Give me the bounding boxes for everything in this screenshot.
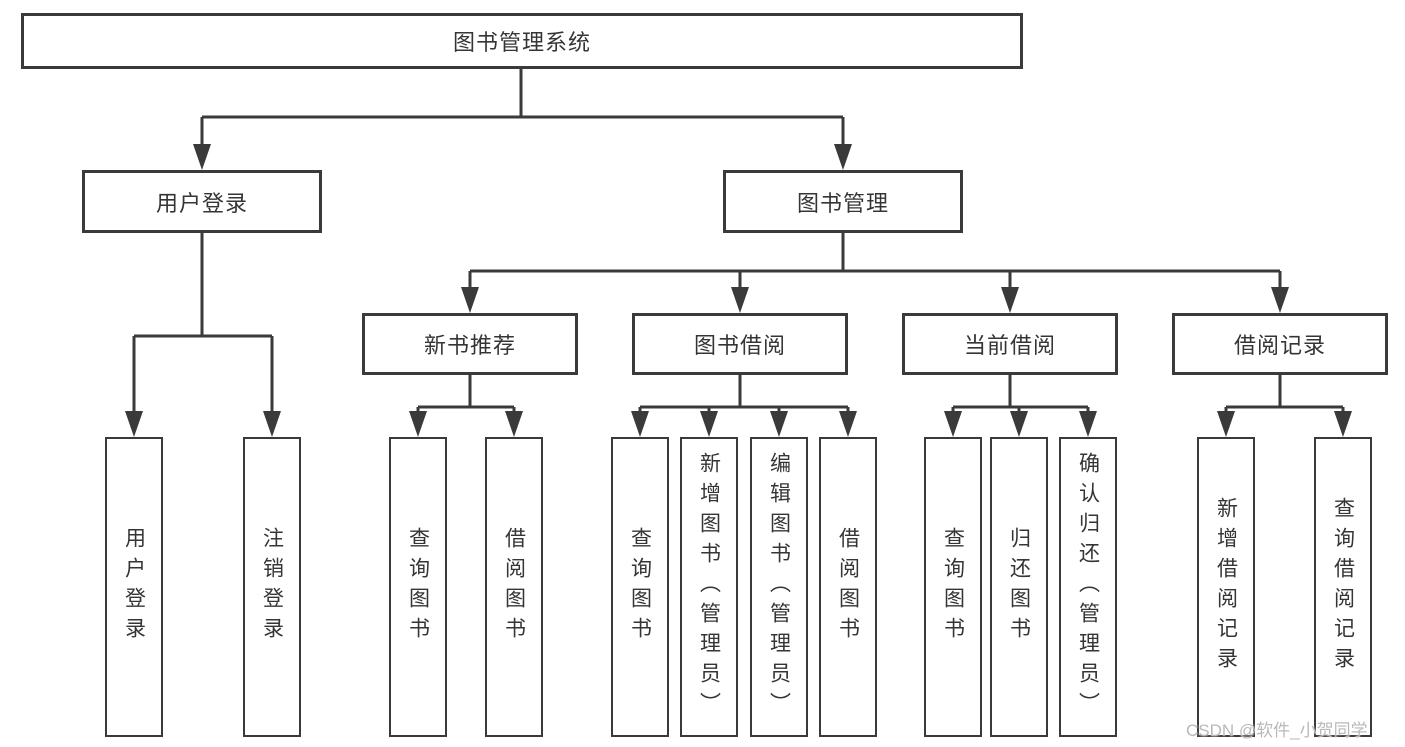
leaf-query-borrow-record: 查询借阅记录 bbox=[1314, 437, 1372, 737]
leaf-query-borrow-record-label: 查询借阅记录 bbox=[1331, 497, 1355, 677]
node-current-borrow: 当前借阅 bbox=[902, 313, 1118, 375]
node-book-management: 图书管理 bbox=[723, 170, 963, 233]
node-current-borrow-label: 当前借阅 bbox=[963, 333, 1056, 358]
leaf-borrow-books: 借阅图书 bbox=[819, 437, 877, 737]
leaf-query-books-current: 查询图书 bbox=[924, 437, 982, 737]
leaf-return-book: 归还图书 bbox=[990, 437, 1048, 737]
node-user-login-label: 用户登录 bbox=[155, 190, 248, 216]
leaf-user-login-label: 用户登录 bbox=[122, 527, 146, 647]
arrowhead-icon bbox=[1334, 411, 1352, 437]
node-book-management-label: 图书管理 bbox=[796, 190, 889, 216]
arrowhead-icon bbox=[1079, 411, 1097, 437]
leaf-borrow-books-recommend-label: 借阅图书 bbox=[502, 527, 526, 647]
leaf-query-books-recommend-label: 查询图书 bbox=[406, 527, 430, 647]
leaf-user-login: 用户登录 bbox=[105, 437, 163, 737]
leaf-query-books-borrow-label: 查询图书 bbox=[628, 527, 652, 647]
arrowhead-icon bbox=[731, 287, 749, 313]
leaf-edit-book-admin: 编辑图书（管理员） bbox=[750, 437, 808, 737]
connector-path bbox=[132, 68, 1345, 413]
node-borrow-records: 借阅记录 bbox=[1172, 313, 1388, 375]
arrowhead-icon bbox=[631, 411, 649, 437]
node-borrow-records-label: 借阅记录 bbox=[1233, 333, 1326, 358]
arrowhead-icon bbox=[125, 411, 143, 437]
leaf-confirm-return-admin: 确认归还（管理员） bbox=[1059, 437, 1117, 737]
leaf-query-books-current-label: 查询图书 bbox=[941, 527, 965, 647]
node-user-login: 用户登录 bbox=[82, 170, 322, 233]
leaf-logout: 注销登录 bbox=[243, 437, 301, 737]
leaf-confirm-return-admin-label: 确认归还（管理员） bbox=[1076, 452, 1100, 722]
arrowhead-icon bbox=[1217, 411, 1235, 437]
leaf-add-borrow-record: 新增借阅记录 bbox=[1197, 437, 1255, 737]
leaf-query-books-borrow: 查询图书 bbox=[611, 437, 669, 737]
arrowhead-icon bbox=[700, 411, 718, 437]
leaf-edit-book-admin-label: 编辑图书（管理员） bbox=[767, 452, 791, 722]
arrowhead-icon bbox=[461, 287, 479, 313]
leaf-borrow-books-recommend: 借阅图书 bbox=[485, 437, 543, 737]
arrowhead-icon bbox=[409, 411, 427, 437]
arrowhead-icon bbox=[193, 144, 211, 170]
leaf-borrow-books-label: 借阅图书 bbox=[836, 527, 860, 647]
arrowhead-icon bbox=[1001, 287, 1019, 313]
node-root: 图书管理系统 bbox=[21, 13, 1023, 69]
arrowhead-icon bbox=[505, 411, 523, 437]
node-new-book-recommend: 新书推荐 bbox=[362, 313, 578, 375]
arrowhead-icon bbox=[944, 411, 962, 437]
node-root-label: 图书管理系统 bbox=[452, 30, 591, 55]
arrowhead-icon bbox=[1010, 411, 1028, 437]
node-book-borrow-label: 图书借阅 bbox=[693, 333, 786, 358]
arrowhead-icon bbox=[263, 411, 281, 437]
leaf-query-books-recommend: 查询图书 bbox=[389, 437, 447, 737]
arrowhead-icon bbox=[770, 411, 788, 437]
leaf-return-book-label: 归还图书 bbox=[1007, 527, 1031, 647]
leaf-logout-label: 注销登录 bbox=[260, 527, 284, 647]
arrowhead-icon bbox=[1271, 287, 1289, 313]
arrowhead-icon bbox=[834, 144, 852, 170]
leaf-add-borrow-record-label: 新增借阅记录 bbox=[1214, 497, 1238, 677]
arrowhead-icon bbox=[839, 411, 857, 437]
leaf-add-book-admin: 新增图书（管理员） bbox=[680, 437, 738, 737]
node-book-borrow: 图书借阅 bbox=[632, 313, 848, 375]
csdn-watermark: CSDN @软件_小贺同学 bbox=[1186, 721, 1368, 740]
leaf-add-book-admin-label: 新增图书（管理员） bbox=[697, 452, 721, 722]
node-new-book-recommend-label: 新书推荐 bbox=[423, 333, 516, 358]
